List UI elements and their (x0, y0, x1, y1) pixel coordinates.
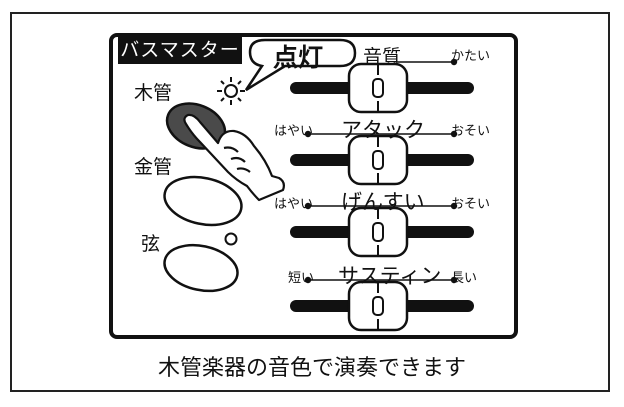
sustain-slider-label: サスティン (338, 264, 442, 288)
attack-slider-label: アタック (341, 118, 425, 142)
callout-bubble (244, 38, 357, 92)
bass-master-panel (109, 33, 518, 339)
attack-slider-left-label: はやい (274, 124, 314, 139)
decay-slider-label: げんすい (341, 190, 425, 214)
decay-slider-left-label: はやい (274, 197, 314, 212)
sustain-slider-left-label: 短い (288, 271, 315, 286)
pressing-hand-icon (183, 113, 285, 202)
attack-slider[interactable] (290, 130, 474, 186)
panel-title: バスマスター (118, 37, 242, 64)
sustain-slider-right-label: 長い (451, 271, 478, 286)
tone-slider-label: 音質 (363, 46, 402, 68)
woodwind-label: 木管 (134, 82, 173, 104)
sustain-slider[interactable] (290, 276, 474, 332)
callout-text: 点灯 (273, 43, 324, 72)
string-button[interactable] (160, 239, 242, 297)
brass-label: 金管 (134, 156, 173, 178)
decay-slider[interactable] (290, 202, 474, 258)
attack-slider-right-label: おそい (451, 124, 491, 139)
string-label: 弦 (141, 233, 161, 255)
brass-button[interactable] (160, 170, 246, 231)
tone-slider-right-label: かたい (451, 49, 491, 64)
lamp-lit-icon (217, 77, 245, 105)
decay-slider-right-label: おそい (451, 197, 491, 212)
figure-frame (10, 12, 610, 392)
lamp-off-icon (224, 232, 238, 246)
figure-caption: 木管楽器の音色で演奏できます (157, 356, 466, 381)
tone-slider[interactable] (290, 58, 474, 114)
